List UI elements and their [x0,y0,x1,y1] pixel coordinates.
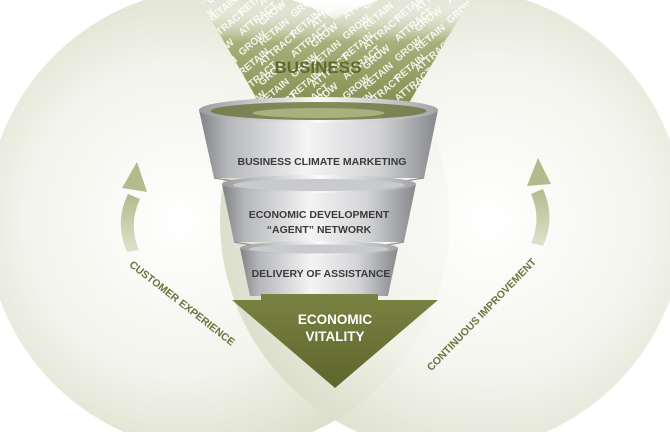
outcome-line2: VITALITY [306,329,365,344]
arrow-up-icon [120,162,147,252]
funnel-band-2-label-line2: “AGENT” NETWORK [267,224,372,236]
funnel-band-3: DELIVERY OF ASSISTANCE [240,241,398,296]
funnel-band-1-label: BUSINESS CLIMATE MARKETING [238,156,407,168]
funnel-band-1: BUSINESS CLIMATE MARKETING [199,97,438,188]
economic-vitality-arrow: ECONOMIC VITALITY [232,294,438,388]
funnel-band-3-label: DELIVERY OF ASSISTANCE [252,268,391,280]
arrow-up-icon [527,158,551,246]
top-label: BUSINESS [275,58,362,77]
outcome-line1: ECONOMIC [298,312,373,327]
funnel-band-2: ECONOMIC DEVELOPMENT “AGENT” NETWORK [222,175,416,251]
funnel-band-2-label-line1: ECONOMIC DEVELOPMENT [249,209,390,221]
